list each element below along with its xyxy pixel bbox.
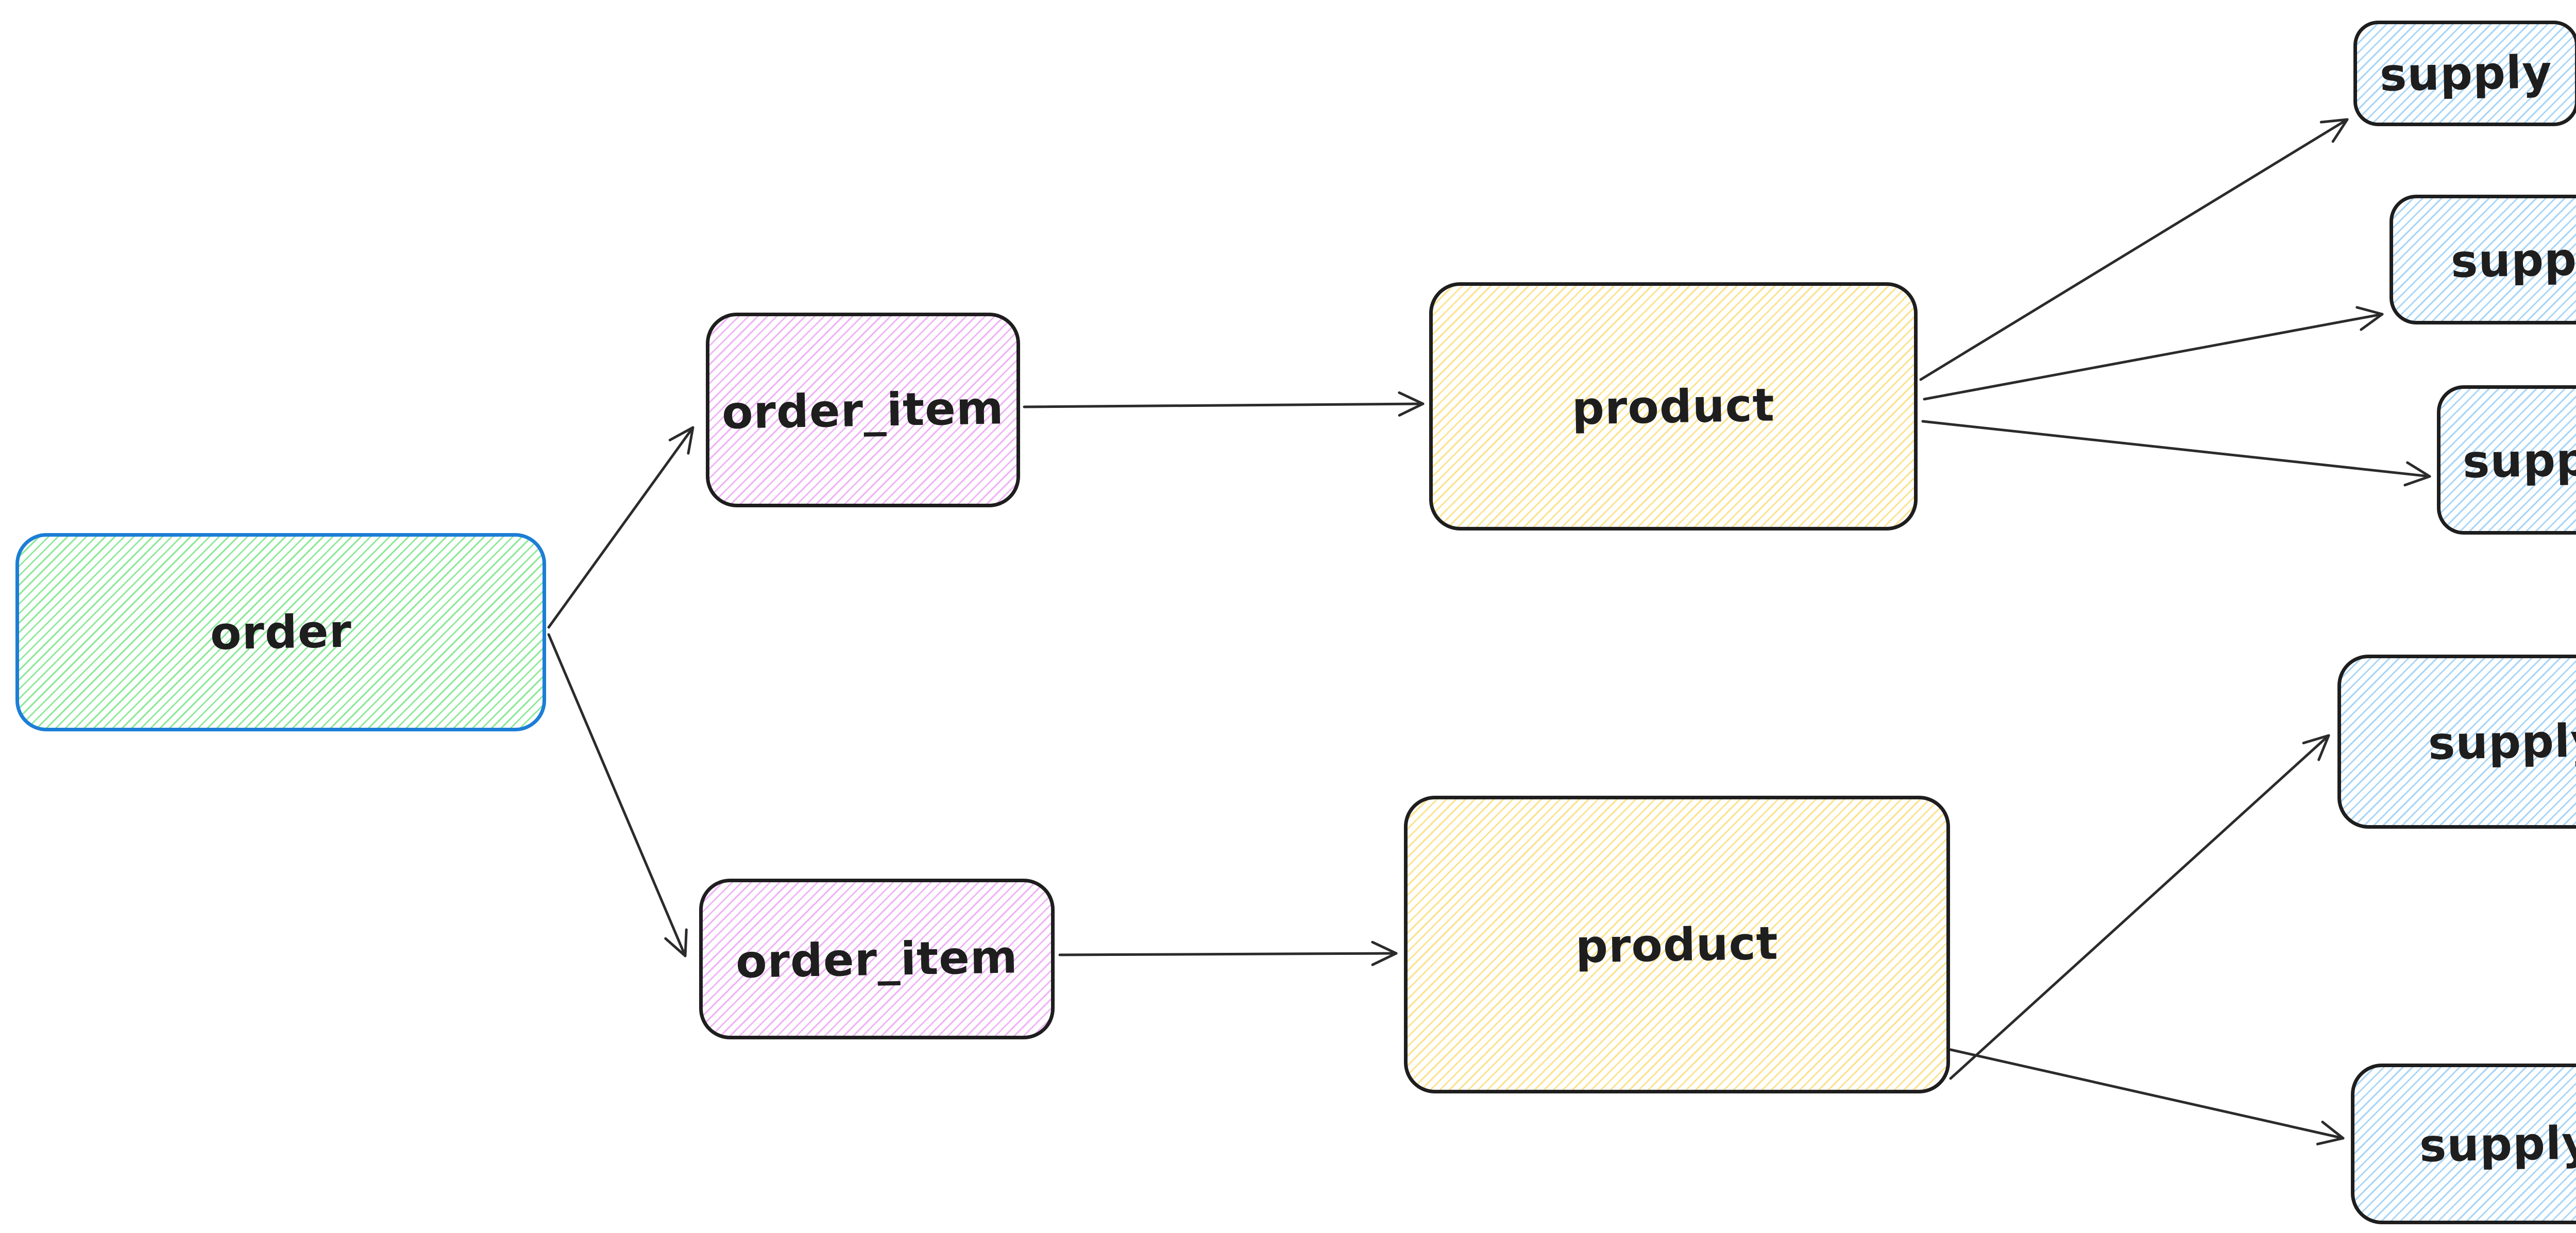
node-supply-1-label: supply [2379, 45, 2553, 101]
node-supply-3[interactable]: supply [2437, 385, 2576, 535]
node-supply-1[interactable]: supply [2353, 21, 2576, 126]
edge-order-item-bottom-to-product-bottom[interactable] [1058, 940, 1398, 966]
edge-order-to-order-item-top[interactable] [547, 426, 694, 629]
node-supply-2-label: supply [2450, 231, 2576, 288]
node-supply-4-label: supply [2428, 713, 2576, 770]
edge-product-top-to-supply-3[interactable] [1921, 420, 2431, 487]
node-order-item-bottom-label: order_item [735, 930, 1019, 988]
node-supply-5[interactable]: supply [2351, 1064, 2576, 1224]
node-product-top-label: product [1571, 378, 1775, 435]
node-order[interactable]: order [15, 533, 546, 731]
edge-product-top-to-supply-2[interactable] [1923, 306, 2384, 401]
node-supply-3-label: supply [2462, 432, 2576, 488]
node-product-bottom[interactable]: product [1404, 796, 1950, 1093]
node-order-label: order [209, 604, 352, 660]
edge-product-bottom-to-supply-4[interactable] [1949, 734, 2330, 1080]
edge-product-top-to-supply-1[interactable] [1919, 118, 2349, 381]
node-order-item-bottom[interactable]: order_item [699, 879, 1055, 1039]
node-supply-5-label: supply [2418, 1116, 2576, 1172]
node-supply-2[interactable]: supply [2389, 195, 2576, 324]
edge-product-bottom-to-supply-5[interactable] [1949, 1048, 2345, 1145]
node-product-top[interactable]: product [1429, 282, 1918, 530]
edge-order-item-top-to-product-top[interactable] [1023, 391, 1425, 417]
node-supply-4[interactable]: supply [2337, 655, 2576, 829]
node-order-item-top[interactable]: order_item [706, 313, 1020, 507]
node-product-bottom-label: product [1575, 916, 1779, 973]
node-order-item-top-label: order_item [721, 381, 1005, 439]
edge-order-to-order-item-bottom[interactable] [547, 633, 688, 957]
